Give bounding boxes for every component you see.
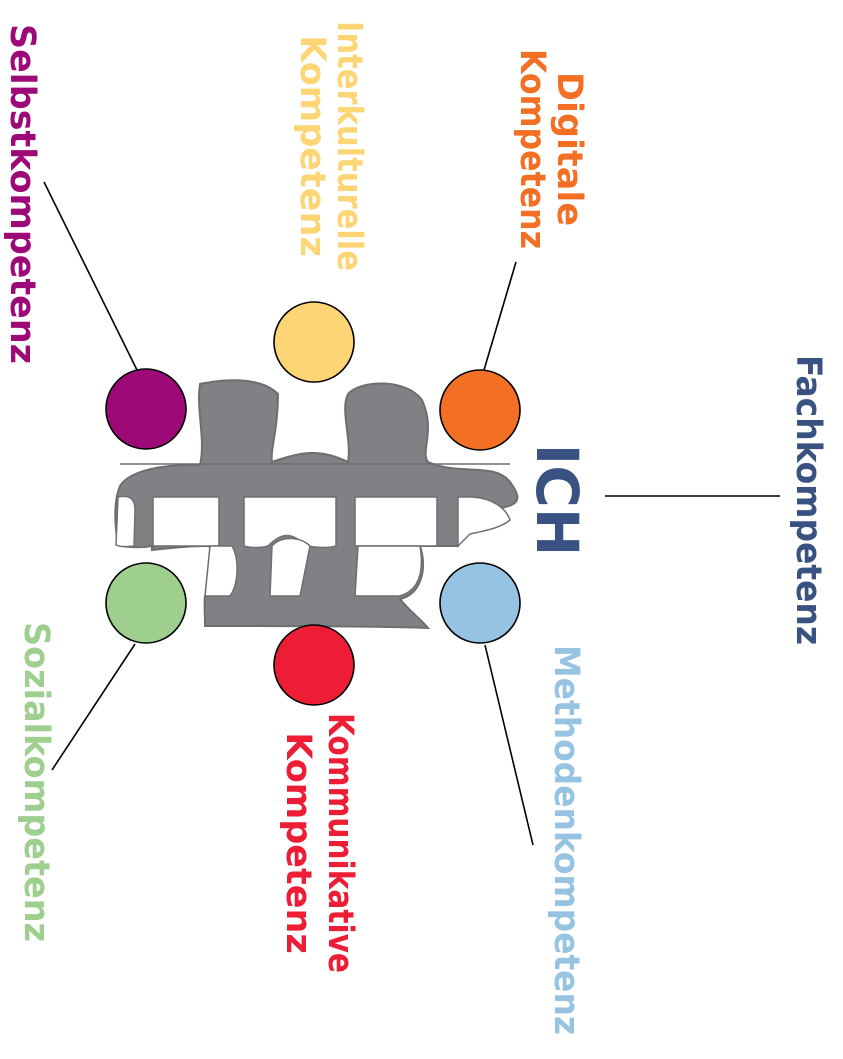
label-digital-line-2: Kompetenz: [512, 49, 552, 249]
circle-digital: [439, 369, 521, 451]
label-sozial: Sozialkompetenz: [16, 622, 56, 942]
line-methode: [484, 644, 534, 846]
label-fach-line-1: Fachkompetenz: [788, 355, 828, 645]
label-methode: Methodenkompetenz: [546, 645, 586, 1035]
puzzle-openings: [115, 495, 511, 597]
label-digital-line-1: Digitale: [549, 72, 589, 226]
opening-left: [115, 495, 136, 548]
line-selbst: [43, 181, 138, 371]
opening-bottom-right: [354, 545, 423, 597]
label-sozial-line-1: Sozialkompetenz: [16, 622, 56, 942]
label-inter: Interkulturelle Kompetenz: [292, 21, 369, 271]
opening-right: [457, 496, 511, 548]
connector-lines: [43, 181, 780, 846]
opening-lower-right: [269, 537, 311, 597]
label-fach: Fachkompetenz: [788, 355, 828, 645]
label-selbst: Selbstkompetenz: [2, 24, 42, 364]
label-inter-line-1: Interkulturelle: [329, 21, 369, 271]
label-selbst-line-1: Selbstkompetenz: [2, 24, 42, 364]
label-methode-line-1: Methodenkompetenz: [546, 645, 586, 1035]
line-sozial: [51, 643, 136, 771]
label-komm: Kommunikative Kompetenz: [278, 713, 360, 973]
opening-slot-b: [354, 496, 438, 547]
opening-lower: [204, 545, 238, 597]
label-komm-line-2: Kompetenz: [278, 732, 318, 954]
opening-slot-a: [152, 496, 220, 547]
circle-selbst: [105, 368, 187, 450]
circle-methode: [439, 562, 521, 644]
circle-inter: [273, 301, 355, 383]
label-komm-line-1: Kommunikative: [320, 713, 360, 973]
label-inter-line-2: Kompetenz: [292, 35, 332, 257]
competency-circles: [105, 301, 521, 706]
puzzle-piece: [114, 379, 519, 630]
center-label: ICH: [523, 444, 591, 557]
circle-sozial: [105, 562, 187, 644]
circle-komm: [273, 624, 355, 706]
opening-arch: [243, 496, 337, 549]
label-digital: Digitale Kompetenz: [512, 49, 589, 249]
line-digital: [483, 261, 517, 371]
